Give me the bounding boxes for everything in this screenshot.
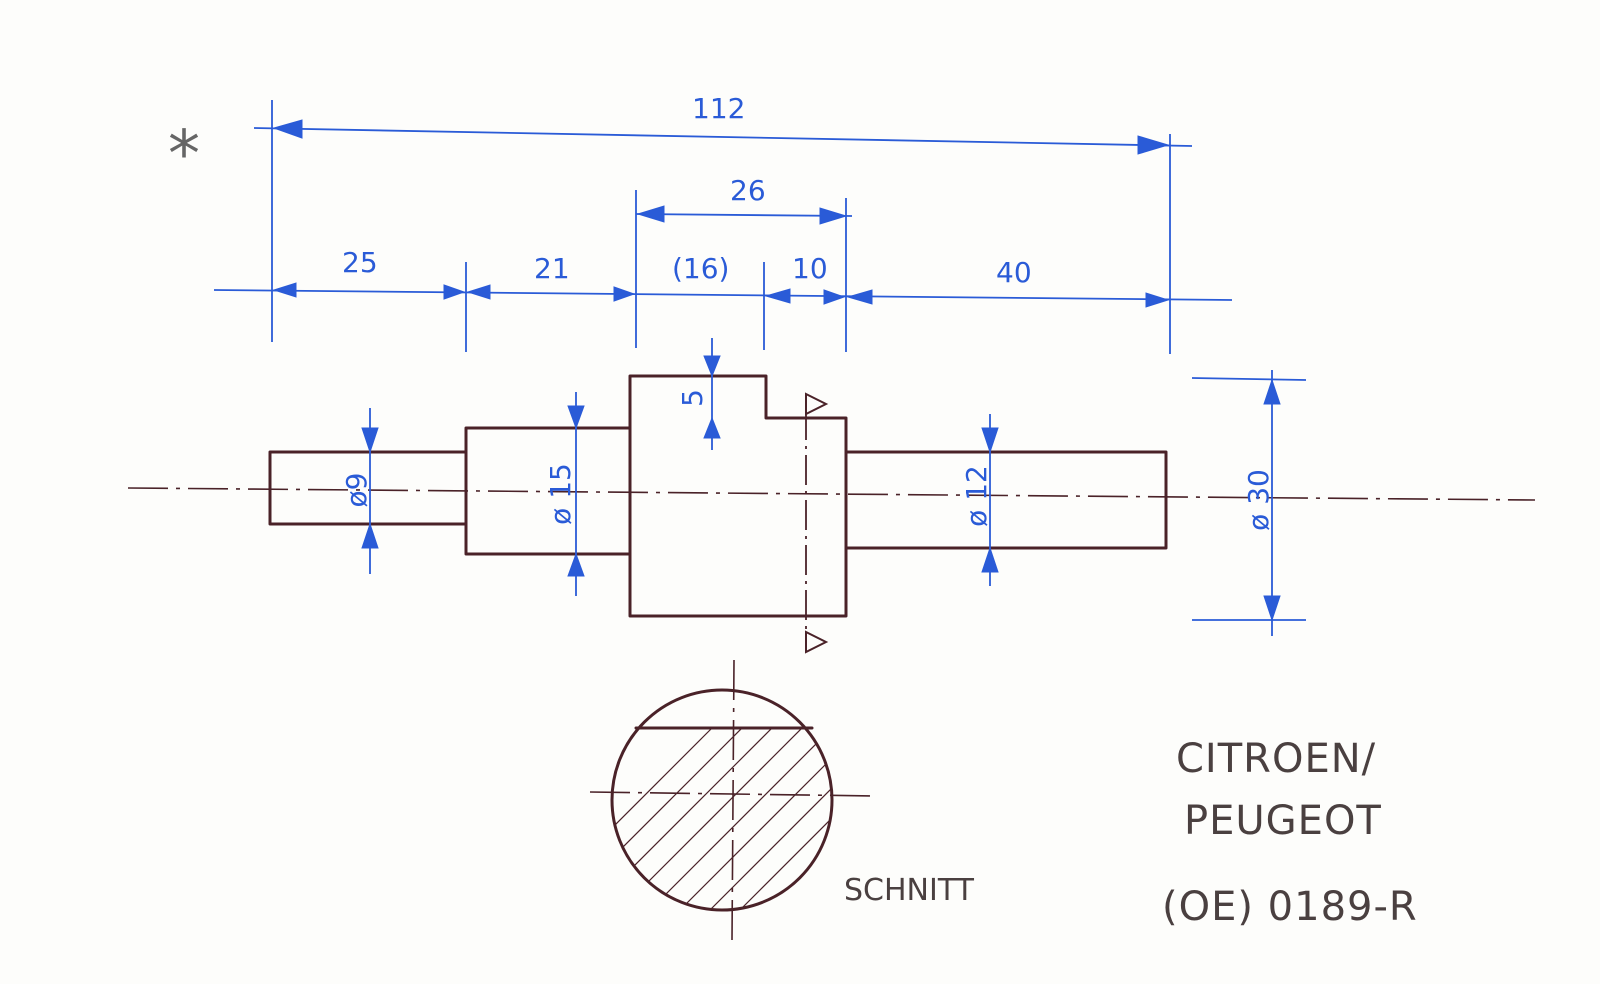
section-hatching	[612, 699, 832, 910]
section-marker-top	[805, 392, 829, 416]
dim-dia-30: ø 30	[1242, 469, 1275, 531]
dim-seg-10: 10	[792, 252, 828, 285]
dim-seg-25: 25	[342, 246, 378, 279]
asterisk-marker: *	[168, 118, 201, 192]
note-line-3: (OE) 0189-R	[1162, 884, 1418, 930]
dim-key-depth-5: 5	[676, 389, 709, 407]
extension-lines	[271, 100, 1307, 621]
dim-dia-15: ø 15	[544, 463, 577, 525]
dim-seg-16: (16)	[672, 252, 729, 285]
dim-dia-12: ø 12	[960, 465, 993, 527]
shaft-centerline	[127, 487, 1536, 501]
dimension-arrows	[272, 119, 1281, 622]
cross-section-view	[589, 659, 877, 941]
dim-keyway-26: 26	[730, 174, 766, 207]
section-cut-line	[805, 392, 829, 654]
note-line-1: CITROEN/	[1176, 736, 1376, 782]
section-label: SCHNITT	[844, 873, 975, 908]
dim-overall-112: 112	[692, 92, 745, 125]
part-note: CITROEN/ PEUGEOT (OE) 0189-R	[1162, 736, 1418, 930]
dim-seg-21: 21	[534, 252, 570, 285]
note-line-2: PEUGEOT	[1184, 798, 1382, 844]
dim-seg-40: 40	[996, 256, 1032, 289]
dimension-labels: 112 26 25 21 (16) 10 40 5 ø9 ø 15 ø 12 ø…	[340, 92, 1275, 531]
dim-dia-9: ø9	[340, 473, 373, 508]
section-marker-bottom	[805, 630, 829, 654]
section-circle	[610, 688, 834, 912]
